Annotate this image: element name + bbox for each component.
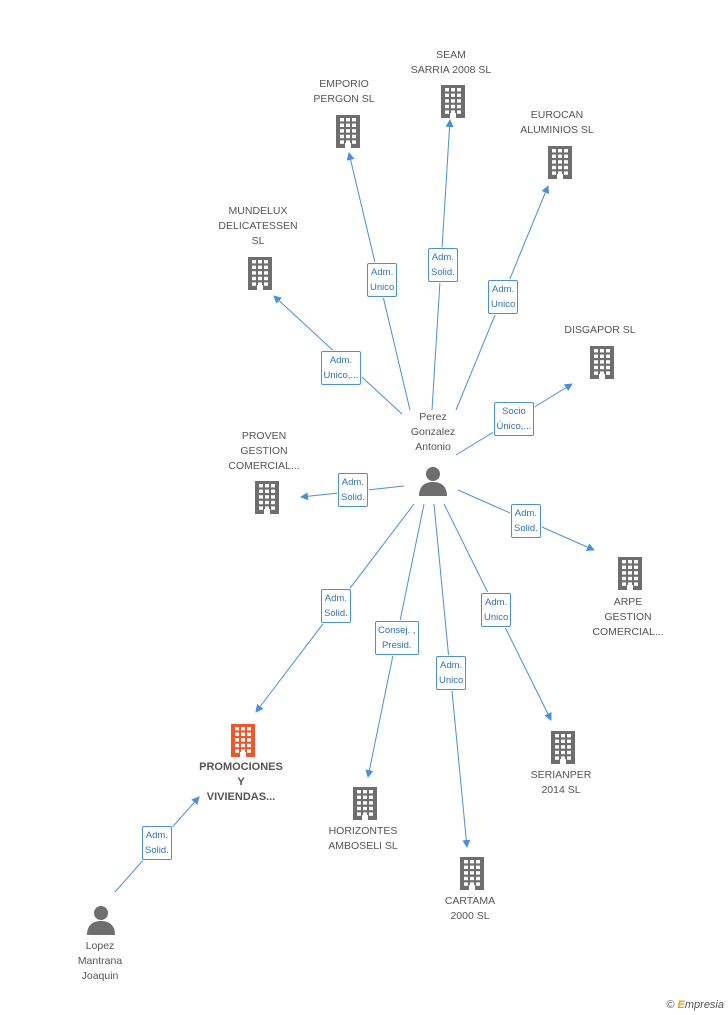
node-label-horizontes[interactable]: HORIZONTES AMBOSELI SL [328, 825, 398, 852]
node-label-cartama[interactable]: CARTAMA 2000 SL [444, 895, 496, 922]
relation-label-promociones[interactable]: Adm. Solid. [321, 589, 351, 623]
brand-initial: E [677, 999, 685, 1011]
building-icon[interactable] [615, 556, 645, 595]
building-icon[interactable] [228, 723, 258, 762]
relation-label-disgapor[interactable]: Socio Único,... [493, 402, 535, 436]
building-icon[interactable] [350, 786, 380, 825]
relation-label-mundelux[interactable]: Adm. Unico,... [320, 351, 362, 385]
relation-label-arpe[interactable]: Adm. Solid. [511, 504, 541, 538]
node-label-arpe[interactable]: ARPE GESTION COMERCIAL... [592, 596, 664, 638]
empresia-logo: © Empresia [666, 999, 724, 1011]
relation-label-horizontes[interactable]: Consej. , Presid. [375, 621, 419, 655]
relation-label-promociones[interactable]: Adm. Solid. [142, 826, 172, 860]
brand-name: mpresia [684, 999, 724, 1011]
relation-label-emporio[interactable]: Adm. Unico [367, 263, 398, 297]
node-label-eurocan[interactable]: EUROCAN ALUMINIOS SL [520, 109, 594, 136]
person-icon[interactable] [418, 466, 448, 501]
node-label-disgapor[interactable]: DISGAPOR SL [564, 324, 636, 336]
node-label-emporio[interactable]: EMPORIO PERGON SL [313, 78, 375, 105]
relation-label-cartama[interactable]: Adm. Unico [436, 656, 467, 690]
building-icon[interactable] [252, 480, 282, 519]
building-icon[interactable] [457, 856, 487, 895]
building-icon[interactable] [333, 114, 363, 153]
relation-label-serianper[interactable]: Adm. Unico [481, 593, 512, 627]
node-label-mundelux[interactable]: MUNDELUX DELICATESSEN SL [218, 205, 298, 247]
building-icon[interactable] [587, 345, 617, 384]
node-label-lopez[interactable]: Lopez Mantrana Joaquin [77, 940, 123, 982]
node-label-serianper[interactable]: SERIANPER 2014 SL [530, 769, 592, 796]
building-icon[interactable] [545, 145, 575, 184]
person-icon[interactable] [86, 905, 116, 940]
relation-label-eurocan[interactable]: Adm. Unico [488, 280, 519, 314]
building-icon[interactable] [438, 84, 468, 123]
node-label-seam[interactable]: SEAM SARRIA 2008 SL [410, 49, 492, 76]
relation-label-seam[interactable]: Adm. Solid. [428, 248, 458, 282]
building-icon[interactable] [548, 730, 578, 769]
relation-label-proven[interactable]: Adm. Solid. [338, 473, 368, 507]
copyright-symbol: © [666, 999, 675, 1011]
building-icon[interactable] [245, 256, 275, 295]
node-label-promociones[interactable]: PROMOCIONES Y VIVIENDAS... [199, 761, 283, 803]
node-label-center[interactable]: Perez Gonzalez Antonio [410, 411, 456, 453]
node-label-proven[interactable]: PROVEN GESTION COMERCIAL... [228, 430, 300, 472]
